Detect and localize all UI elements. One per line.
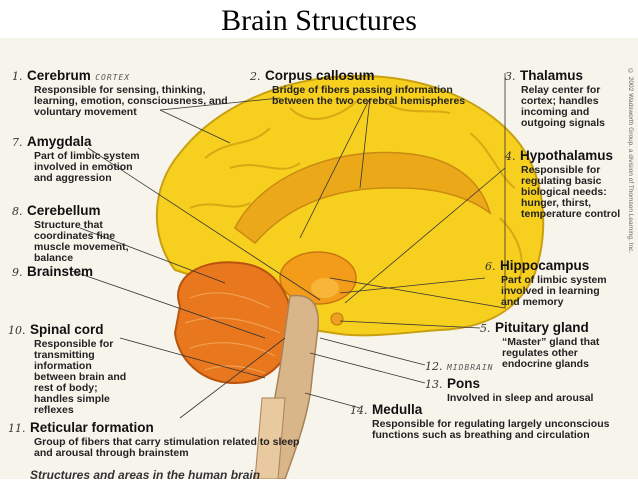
label-description: Bridge of fibers passing information bet… bbox=[272, 83, 466, 107]
label-title: Pons bbox=[446, 376, 480, 391]
handwritten-note: CORTEX bbox=[95, 73, 131, 82]
label-title: Medulla bbox=[371, 402, 423, 417]
spinal-cord-shape bbox=[254, 397, 286, 479]
label-title: Reticular formation bbox=[29, 420, 154, 435]
figure-caption: Structures and areas in the human brain bbox=[30, 468, 261, 482]
label-number: 7. bbox=[12, 136, 23, 149]
gyri-folds bbox=[189, 97, 523, 279]
label-number: 14. bbox=[350, 404, 368, 417]
label-description: Part of limbic system involved in emotio… bbox=[34, 149, 140, 184]
label-title: Spinal cord bbox=[29, 322, 104, 337]
label-midbrain: 12. MIDBRAIN bbox=[425, 358, 505, 375]
label-spinal-cord: 10. Spinal cord Responsible for transmit… bbox=[8, 322, 138, 416]
label-number: 6. bbox=[485, 260, 496, 273]
cerebellum-folds bbox=[184, 292, 281, 374]
label-description: Involved in sleep and arousal bbox=[447, 391, 594, 404]
label-number: 3. bbox=[505, 70, 516, 83]
label-pons: 13. Pons Involved in sleep and arousal bbox=[425, 376, 625, 404]
label-number: 8. bbox=[12, 205, 23, 218]
label-cerebellum: 8. Cerebellum Structure that coordinates… bbox=[12, 203, 132, 264]
label-thalamus: 3. Thalamus Relay center for cortex; han… bbox=[505, 68, 625, 129]
label-reticular-formation: 11. Reticular formation Group of fibers … bbox=[8, 420, 308, 459]
corpus-callosum-shape bbox=[234, 151, 492, 245]
label-corpus-callosum: 2. Corpus callosum Bridge of fibers pass… bbox=[250, 68, 500, 107]
brain-illustration bbox=[71, 73, 545, 479]
label-description: Responsible for sensing, thinking, learn… bbox=[34, 83, 228, 118]
label-amygdala: 7. Amygdala Part of limbic system involv… bbox=[12, 134, 152, 184]
pituitary-shape bbox=[330, 312, 344, 326]
cerebellum-shape bbox=[173, 261, 294, 385]
label-title: Pituitary gland bbox=[494, 320, 589, 335]
label-number: 10. bbox=[8, 324, 26, 337]
label-title: Cerebellum bbox=[26, 203, 101, 218]
label-number: 4. bbox=[505, 150, 516, 163]
label-description: Responsible for regulating largely uncon… bbox=[372, 417, 610, 441]
label-title: Hypothalamus bbox=[519, 148, 613, 163]
slide-title: Brain Structures bbox=[221, 4, 417, 37]
leader-lines bbox=[71, 73, 506, 419]
hypothalamus-shape bbox=[311, 278, 339, 298]
label-description: Responsible for transmitting information… bbox=[34, 337, 127, 416]
label-description: Structure that coordinates fine muscle m… bbox=[34, 218, 129, 264]
label-medulla: 14. Medulla Responsible for regulating l… bbox=[350, 402, 630, 441]
label-number: 1. bbox=[12, 70, 23, 83]
label-title: Cerebrum bbox=[26, 68, 91, 83]
brain-diagram: 1. Cerebrum CORTEX Responsible for sensi… bbox=[0, 38, 638, 479]
label-pituitary: 5. Pituitary gland “Master” gland that r… bbox=[480, 320, 625, 370]
handwritten-note: MIDBRAIN bbox=[446, 363, 494, 372]
label-brainstem: 9. Brainstem bbox=[12, 264, 122, 281]
label-number: 2. bbox=[250, 70, 261, 83]
label-hippocampus: 6. Hippocampus Part of limbic system inv… bbox=[485, 258, 620, 308]
copyright-notice: © 2002 Wadsworth Group. a division of Th… bbox=[627, 68, 634, 254]
label-number: 11. bbox=[8, 422, 26, 435]
label-description: Part of limbic system involved in learni… bbox=[501, 273, 607, 308]
label-hypothalamus: 4. Hypothalamus Responsible for regulati… bbox=[505, 148, 630, 220]
label-number: 5. bbox=[480, 322, 491, 335]
label-description: Relay center for cortex; handles incomin… bbox=[521, 83, 605, 129]
label-title: Amygdala bbox=[26, 134, 92, 149]
label-cerebrum: 1. Cerebrum CORTEX Responsible for sensi… bbox=[12, 68, 252, 118]
label-description: Responsible for regulating basic biologi… bbox=[521, 163, 621, 220]
label-number: 13. bbox=[425, 378, 443, 391]
label-description: Group of fibers that carry stimulation r… bbox=[34, 435, 300, 459]
label-title: Corpus callosum bbox=[264, 68, 375, 83]
label-title: Thalamus bbox=[519, 68, 583, 83]
label-title: Hippocampus bbox=[499, 258, 590, 273]
label-title: Brainstem bbox=[26, 264, 93, 279]
label-description: “Master” gland that regulates other endo… bbox=[502, 335, 600, 370]
label-number: 12. bbox=[425, 360, 443, 373]
label-number: 9. bbox=[12, 266, 23, 279]
